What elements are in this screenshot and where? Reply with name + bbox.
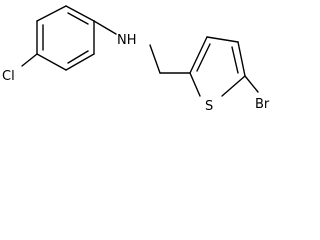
double-bond-inner xyxy=(196,43,211,72)
thiophene-ring xyxy=(189,36,246,97)
bond xyxy=(36,53,67,71)
molecule-drawing: NH S Br Cl xyxy=(2,5,270,114)
bond xyxy=(221,75,246,97)
double-bond-inner xyxy=(67,12,89,25)
bromine-atom-label: Br xyxy=(255,97,270,112)
bond xyxy=(189,36,208,74)
bond xyxy=(65,5,95,22)
bond xyxy=(189,72,201,97)
amine-nh-label: NH xyxy=(117,33,137,48)
chlorine-atom-label: Cl xyxy=(2,69,15,84)
bond xyxy=(65,53,95,71)
benzene-ring xyxy=(36,5,95,71)
sulfur-atom-label: S xyxy=(205,99,213,114)
bond xyxy=(149,44,161,74)
double-bond-inner xyxy=(67,50,89,64)
bond xyxy=(237,41,246,77)
bond xyxy=(93,20,117,35)
bond xyxy=(21,53,38,67)
structure-diagram: NH S Br Cl xyxy=(0,0,300,124)
bond xyxy=(36,5,67,22)
bond xyxy=(244,75,259,93)
bond xyxy=(206,36,239,43)
double-bond-inner xyxy=(231,46,239,74)
